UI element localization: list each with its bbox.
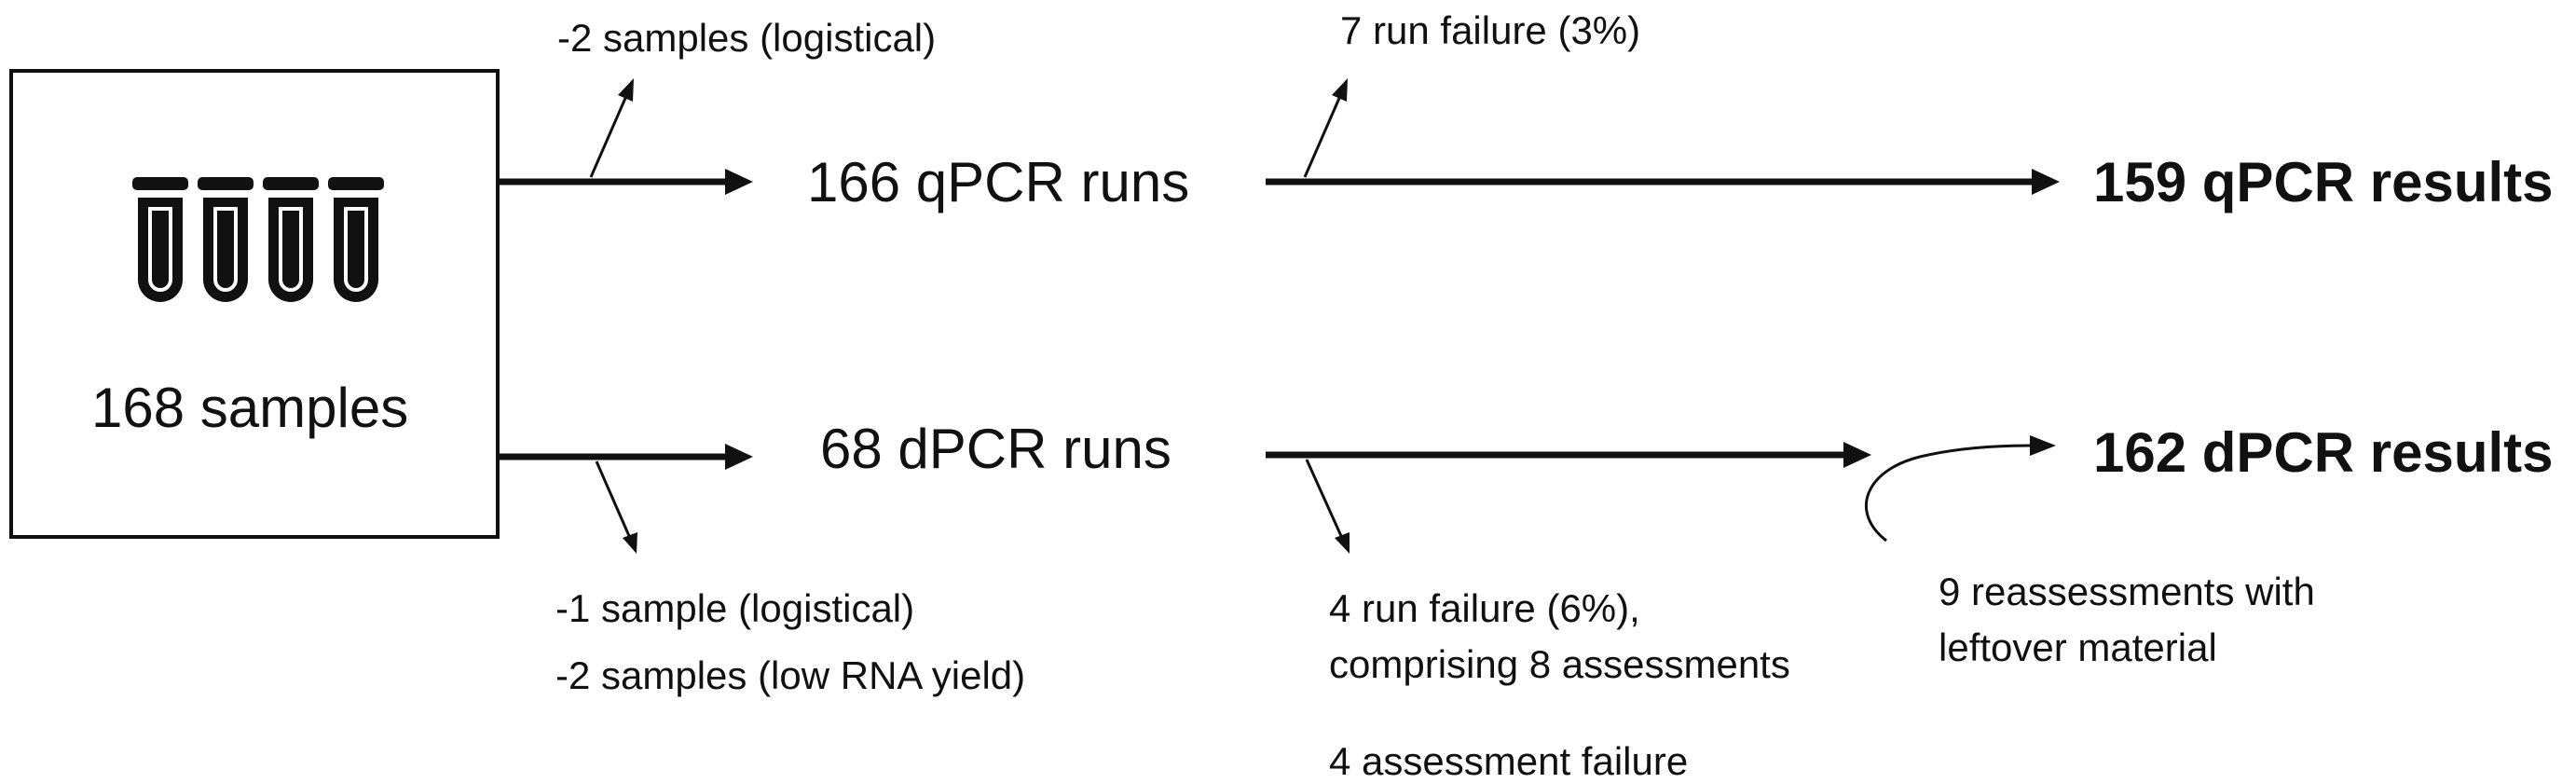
dpcr-reassessment-note-line-1: 9 reassessments with — [1939, 570, 2315, 613]
test-tubes-icon — [132, 177, 384, 302]
arrow-box-to-dpcr-runs — [498, 444, 753, 470]
qpcr-exclusion-note: -2 samples (logistical) — [557, 16, 937, 60]
dpcr-failure-note-line-2: comprising 8 assessments — [1329, 642, 1790, 686]
arrow-dpcr-failure — [1305, 459, 1350, 554]
qpcr-results-label: 159 qPCR results — [2093, 151, 2554, 213]
dpcr-reassessment-note-line-2: leftover material — [1939, 625, 2217, 669]
dpcr-runs-label: 68 dPCR runs — [820, 418, 1172, 480]
dpcr-exclusion-note-2: -2 samples (low RNA yield) — [555, 653, 1026, 697]
arrow-qpcr-failure — [1303, 78, 1348, 178]
qpcr-failure-note: 7 run failure (3%) — [1340, 8, 1641, 52]
arrow-qpcr-exclusion — [589, 78, 634, 178]
source-box — [9, 69, 500, 539]
arrow-box-to-qpcr-runs — [498, 169, 753, 195]
arrow-dpcr-exclusion — [595, 460, 637, 554]
dpcr-failure-note-line-1: 4 run failure (6%), — [1329, 586, 1640, 630]
arrow-dpcr-runs — [1266, 442, 1871, 468]
source-samples-label: 168 samples — [91, 377, 409, 439]
dpcr-assessment-failure-note: 4 assessment failure — [1329, 739, 1689, 783]
dpcr-results-label: 162 dPCR results — [2093, 421, 2554, 484]
dpcr-exclusion-note-1: -1 sample (logistical) — [555, 586, 915, 630]
arrow-reassessment — [1864, 435, 2056, 543]
qpcr-runs-label: 166 qPCR runs — [807, 151, 1190, 213]
arrow-qpcr-runs-to-results — [1266, 169, 2060, 195]
